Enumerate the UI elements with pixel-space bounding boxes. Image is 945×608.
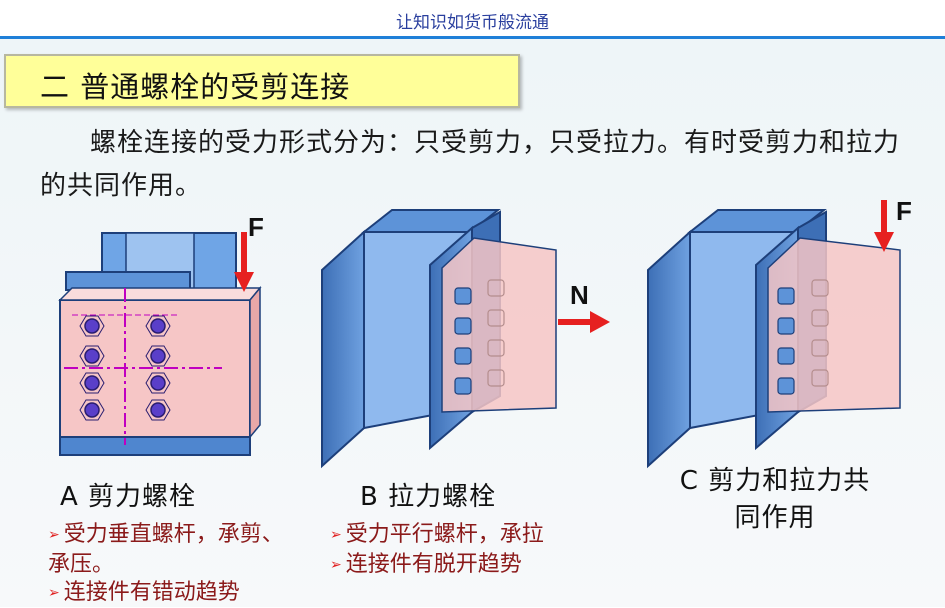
bullet-arrow-icon: ➢ (330, 557, 342, 573)
bullet-b-2: ➢连接件有脱开趋势 (330, 550, 600, 580)
bullet-a-2: ➢连接件有错动趋势 (48, 578, 308, 608)
diagram-b-tension-bolts (322, 210, 610, 466)
bullet-arrow-icon: ➢ (48, 585, 60, 601)
bullet-a-1: ➢受力垂直螺杆，承剪、承压。 (48, 520, 288, 580)
caption-a: A 剪力螺栓 (60, 476, 196, 513)
force-label-f-a: F (248, 212, 264, 243)
caption-b: B 拉力螺栓 (360, 476, 496, 513)
bullet-b-1: ➢受力平行螺杆，承拉 (330, 520, 600, 550)
caption-c: C 剪力和拉力共 同作用 (660, 460, 890, 534)
force-label-f-c: F (896, 196, 912, 227)
diagram-a-shear-bolts (60, 232, 260, 455)
force-label-n-b: N (570, 280, 589, 311)
bullet-arrow-icon: ➢ (330, 527, 342, 543)
caption-c-line1: C 剪力和拉力共 (660, 460, 890, 497)
caption-c-line2: 同作用 (660, 497, 890, 534)
diagram-c-combined (648, 200, 900, 466)
bullet-arrow-icon: ➢ (48, 527, 60, 543)
